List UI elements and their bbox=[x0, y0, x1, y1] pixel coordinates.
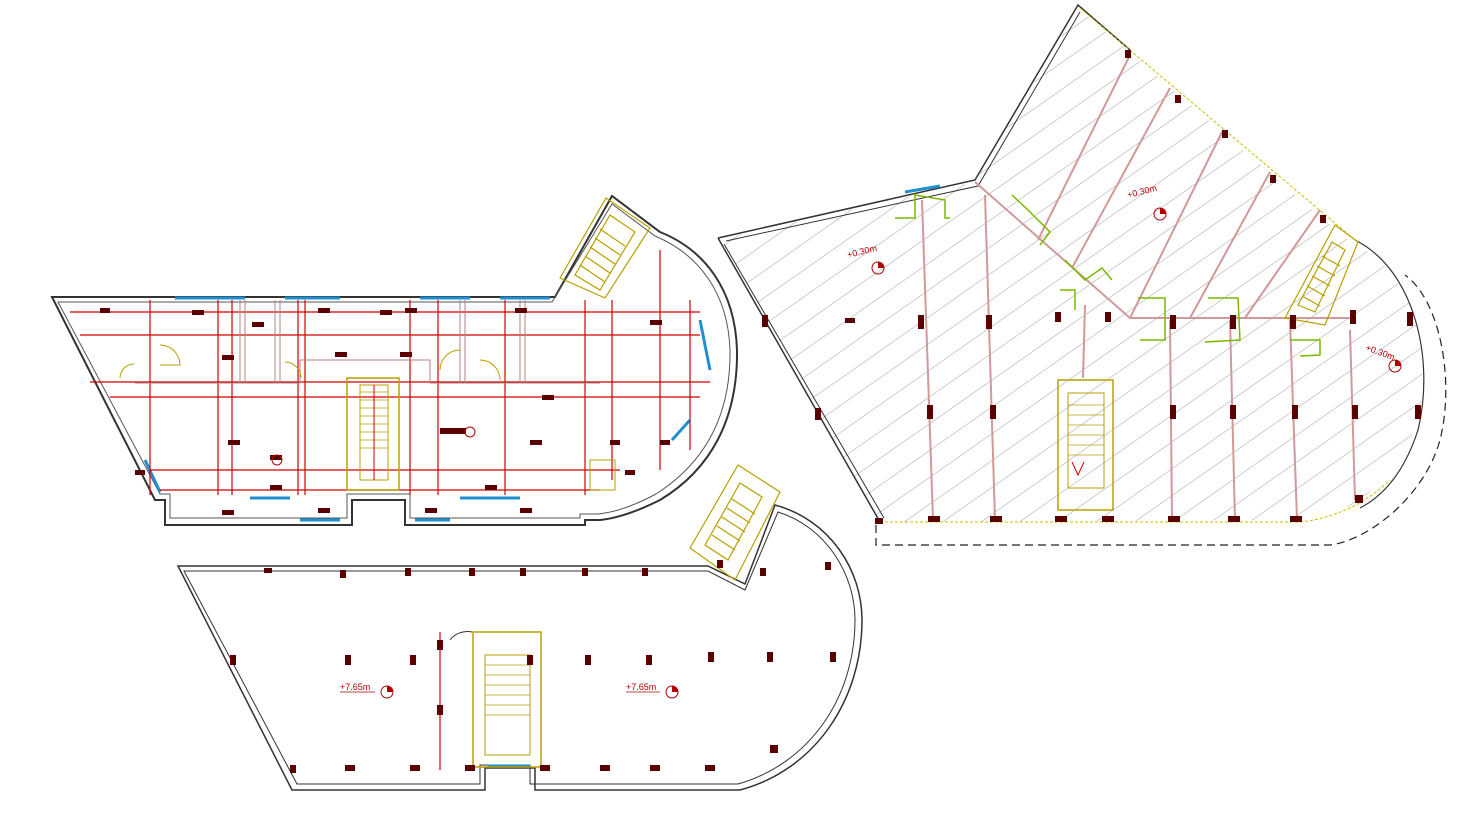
upper-level-right: +7.65m bbox=[626, 682, 679, 699]
ground-level-marker bbox=[271, 426, 476, 466]
ground-windows bbox=[143, 296, 712, 522]
upper-stair-central bbox=[472, 631, 542, 768]
upper-level-left: +7.65m bbox=[340, 682, 394, 699]
ground-stair-central bbox=[346, 377, 400, 491]
upper-floor-plan: +7.65m +7.65m bbox=[176, 464, 863, 791]
upper-stair-ne bbox=[689, 464, 781, 581]
ground-stair-ne bbox=[559, 197, 651, 299]
roof-outline bbox=[717, 3, 1131, 239]
roof-parapet-edge bbox=[880, 7, 1391, 523]
upper-columns bbox=[230, 560, 836, 773]
ground-doors bbox=[119, 344, 501, 381]
upper-outer-wall bbox=[176, 504, 863, 791]
upper-level-right-label: +7.65m bbox=[626, 682, 656, 692]
ground-partitions bbox=[135, 300, 600, 384]
ground-columns bbox=[100, 308, 670, 515]
upper-level-left-label: +7.65m bbox=[340, 682, 370, 692]
roof-plan: +0.30m +0.30m +0.30m bbox=[717, 3, 1447, 546]
roof-doors bbox=[895, 194, 1321, 357]
roof-outer-dashed bbox=[875, 274, 1447, 546]
roof-stair-ne bbox=[1284, 224, 1359, 326]
ground-stair-small bbox=[589, 459, 616, 491]
roof-columns bbox=[762, 50, 1421, 524]
ground-grid-lines bbox=[70, 250, 710, 495]
ground-floor-plan bbox=[50, 194, 739, 526]
roof-stair-central bbox=[1057, 379, 1114, 511]
ground-outer-wall bbox=[50, 194, 739, 526]
